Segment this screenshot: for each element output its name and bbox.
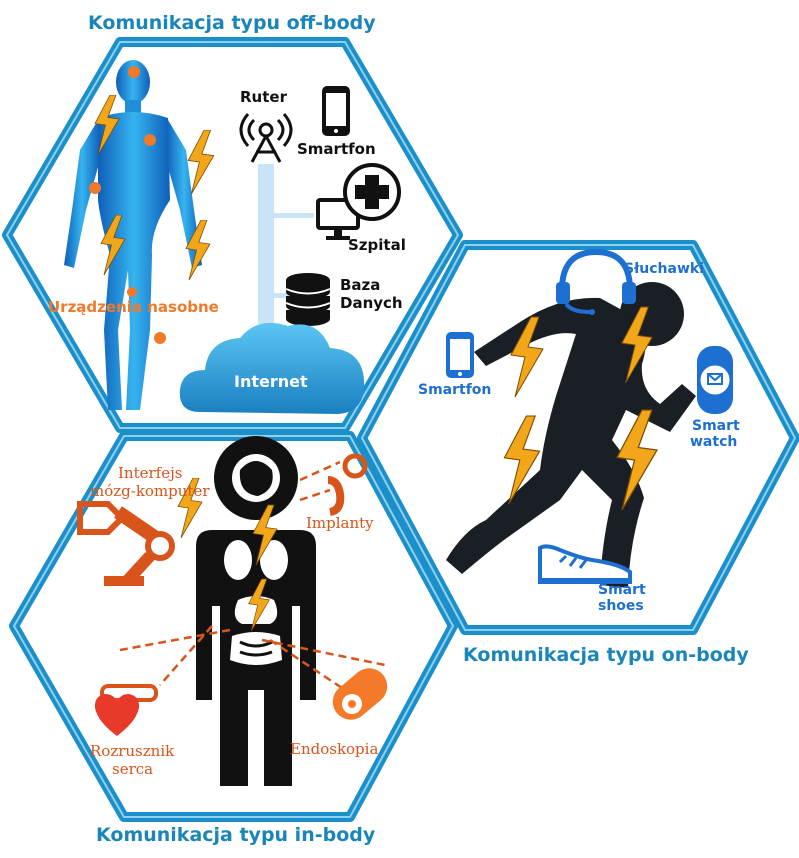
smart-watch-label-line2: watch: [690, 434, 737, 450]
smartphone-label: Smartfon: [297, 140, 376, 158]
bci-label-line1: Interfejs: [118, 464, 182, 482]
headphones-label: Słuchawki: [624, 261, 704, 277]
wearables-label: Urządzenia nasobne: [48, 298, 219, 316]
smart-watch-icon: [697, 346, 733, 414]
on-body-title: Komunikacja typu on-body: [463, 644, 749, 666]
router-link-bar: [258, 164, 274, 324]
smartphone-icon: [322, 86, 350, 136]
database-label-line1: Baza: [340, 276, 380, 294]
pacemaker-label-line1: Rozrusznik: [90, 742, 174, 760]
on-body-smartphone-label: Smartfon: [418, 382, 491, 398]
smart-shoes-label-line1: Smart: [598, 582, 646, 598]
implants-label: Implanty: [306, 514, 374, 532]
database-icon: [286, 273, 330, 326]
smart-watch-label-line1: Smart: [692, 418, 740, 434]
on-body-smartphone-icon: [446, 332, 474, 378]
endoscopy-label: Endoskopia: [290, 740, 378, 758]
hospital-link: [274, 213, 314, 218]
database-label-line2: Danych: [340, 294, 403, 312]
smart-shoes-label-line2: shoes: [598, 598, 644, 614]
internet-label: Internet: [234, 372, 308, 391]
in-body-title: Komunikacja typu in-body: [96, 824, 375, 846]
bci-label-line2: mózg-komputer: [90, 482, 210, 500]
hospital-label: Szpital: [348, 236, 406, 254]
router-label: Ruter: [240, 88, 287, 106]
off-body-title: Komunikacja typu off-body: [88, 12, 376, 34]
pacemaker-label-line2: serca: [112, 760, 153, 778]
